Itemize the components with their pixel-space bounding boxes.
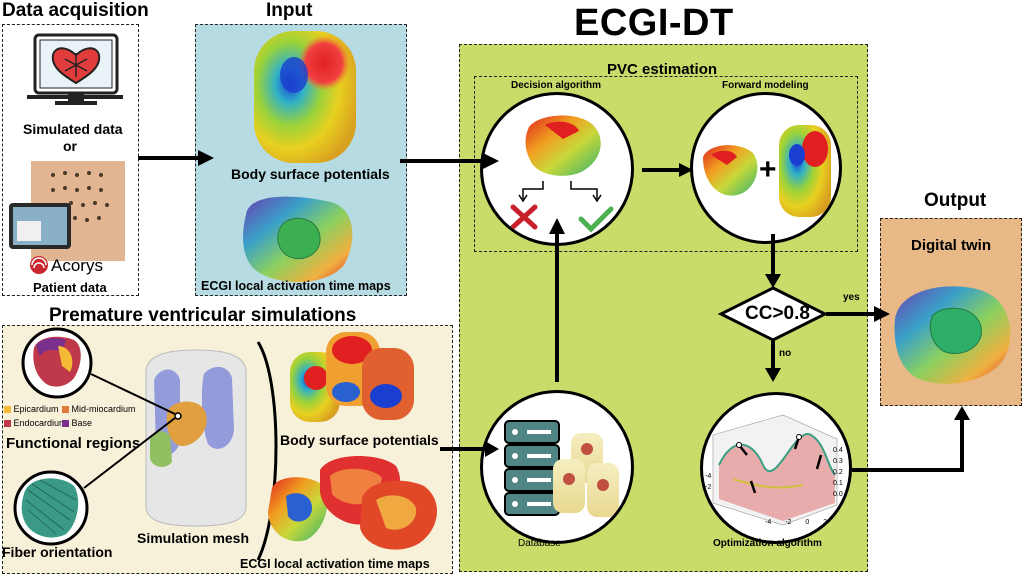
z-ticks: 0.4 0.3 0.2 0.1 0.0 [833,445,849,500]
y-ticks: -4 -2 0 2 4 [705,471,719,526]
input-panel: Body surface potentials ECGI local activ… [195,24,407,296]
decision-algorithm-label: Decision algorithm [511,80,602,91]
digital-twin-label: Digital twin [911,237,991,254]
legend-label: Base [71,418,93,428]
functional-regions-label: Functional regions [6,435,141,452]
yes-label: yes [843,292,860,303]
optimization-label: Optimization algorithm [713,538,822,549]
optimization-surface-plot [712,414,838,526]
legend-label: Mid-miocardium [71,404,136,414]
fiber-orientation-label: Fiber orientation [2,544,113,560]
z-tick: 0.4 [833,447,843,454]
or-label: or [63,138,77,154]
x-tick: -2 [785,519,792,526]
x-tick: -4 [765,519,772,526]
acorys-logo-text: Acorys [51,256,103,275]
decision-circle [480,92,634,246]
y-tick: 4 [705,517,709,524]
y-tick: 2 [705,506,709,513]
z-tick: 0.3 [833,458,843,465]
input-title: Input [266,0,313,21]
pvc-estimation-title: PVC estimation [607,61,718,78]
z-tick: 0.1 [833,480,843,487]
x-ticks: -4 -2 0 2 4 [765,519,845,526]
main-title: ECGI-DT [574,2,734,44]
legend-swatch [62,406,69,414]
optimization-circle: 0.4 0.3 0.2 0.1 0.0 -4 -2 0 2 4 -4 -2 0 … [700,392,852,544]
input-bsp-label: Body surface potentials [231,166,390,182]
input-lat-label: ECGI local activation time maps [201,279,391,293]
y-tick: -4 [705,473,712,480]
sim-lat-label: ECGI local activation time maps [240,557,430,571]
y-tick: -2 [705,484,712,491]
legend-mid-miocardium: Mid-miocardium [62,404,136,414]
legend-swatch [62,420,69,428]
arrow-optimization-to-output [852,418,964,472]
database-circle [480,390,634,544]
digital-twin-heart [894,286,1011,384]
no-label: no [779,348,792,359]
forward-modeling-graphic [703,125,831,217]
z-tick: 0.2 [833,469,843,476]
forward-modeling-label: Forward modeling [722,80,809,91]
legend-endocardium: Endocardium [4,418,67,428]
sim-bsp-label: Body surface potentials [280,432,439,448]
x-tick: 2 [823,519,828,526]
legend-swatch [4,420,11,428]
legend-base: Base [62,418,92,428]
plus-sign: + [759,153,777,186]
simulation-mesh-label: Simulation mesh [137,530,250,546]
pvc-estimation-inner [474,76,858,252]
legend-label: Endocardium [13,418,67,428]
computer-heart-icon [9,33,125,274]
torso-and-heart-maps [243,31,356,283]
output-title: Output [924,190,987,211]
database-label: Database [518,538,561,549]
region-legend: Epicardium Mid-miocardium Endocardium Ba… [4,404,136,432]
x-tick: 0 [805,519,810,526]
output-panel: Digital twin [880,218,1022,406]
simulations-title: Premature ventricular simulations [49,305,357,326]
y-tick: 0 [705,495,709,502]
data-acquisition-title: Data acquisition [2,0,149,21]
decision-graphic [510,115,614,233]
simulated-data-label: Simulated data [23,121,123,137]
legend-label: Epicardium [13,404,59,414]
legend-swatch [4,406,11,414]
database-icon [504,420,619,517]
patient-data-label: Patient data [33,280,107,295]
legend-epicardium: Epicardium [4,404,59,414]
z-tick: 0.0 [833,491,843,498]
cc-criterion-label: CC>0.8 [745,303,810,324]
forward-modeling-circle: + [690,92,842,244]
x-tick: 4 [841,519,845,526]
